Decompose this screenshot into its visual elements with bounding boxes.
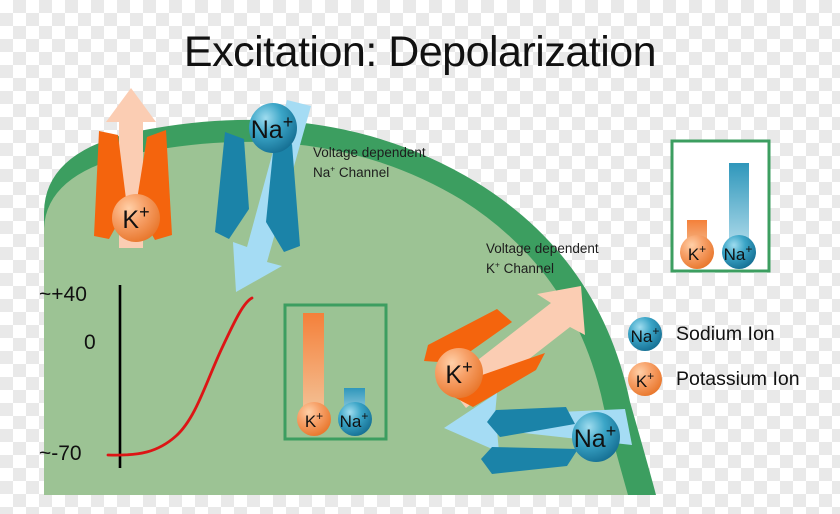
outside-k-ion: [680, 235, 714, 269]
na-channel-right-ion: [572, 412, 620, 462]
inside-k-bar: [303, 313, 324, 421]
k-channel-left: K+: [94, 88, 172, 248]
outside-cell-concentration: K+ Na+: [670, 139, 771, 273]
na-channel-right-subunit-b: [481, 447, 578, 474]
na-channel-callout-ion: Na: [313, 164, 331, 180]
k-channel-right-ion-label: K+: [445, 357, 472, 389]
na-channel-top-ion: [249, 103, 297, 153]
k-channel-callout: Voltage dependent K+ Channel: [486, 239, 651, 278]
legend-na-ion: [628, 317, 662, 351]
inside-k-ion: [297, 402, 331, 436]
na-channel-top-subunit-b: [266, 144, 300, 252]
na-channel-right-subunit-a: [487, 407, 575, 437]
axis-tick-minus70: ~-70: [39, 442, 82, 465]
k-channel-right-ion: [435, 348, 483, 398]
membrane-potential-axis: [106, 285, 254, 468]
outside-na-ion: [722, 235, 756, 269]
inside-cell-concentration: K+ Na+: [283, 303, 388, 441]
membrane-potential-curve: [106, 296, 254, 457]
na-channel-callout: Voltage dependent Na+ Channel: [313, 143, 478, 182]
axis-tick-zero: 0: [84, 331, 96, 354]
na-channel-callout-suffix: Channel: [335, 164, 390, 180]
k-channel-callout-suffix: Channel: [499, 260, 554, 276]
k-channel-callout-ion: K: [486, 260, 496, 276]
k-channel-right-subunit-a: [424, 309, 512, 363]
na-channel-top: Na+: [215, 100, 311, 292]
page-title: Excitation: Depolarization: [183, 28, 657, 76]
legend-label-sodium: Sodium Ion: [676, 323, 775, 345]
axis-tick-plus40: ~+40: [39, 283, 87, 306]
k-channel-right-subunit-b: [452, 353, 545, 407]
na-channel-callout-line2: Na+ Channel: [313, 163, 478, 183]
k-channel-callout-line1: Voltage dependent: [486, 241, 599, 256]
legend-na-ion-label: Na+: [631, 324, 660, 346]
outside-na-bar: [729, 163, 749, 253]
na-channel-top-subunit-a: [215, 132, 249, 239]
legend-k-ion: [628, 362, 662, 396]
inside-na-ion: [338, 402, 372, 436]
k-channel-left-ion: [112, 194, 160, 242]
legend-label-potassium: Potassium Ion: [676, 368, 800, 390]
na-channel-callout-line1: Voltage dependent: [313, 145, 426, 160]
k-channel-left-arrow: [106, 88, 156, 248]
k-channel-right: K+: [424, 286, 585, 408]
inside-na-ion-label: Na+: [340, 409, 369, 431]
legend: Na+ K+: [628, 317, 662, 396]
na-channel-callout-charge: +: [330, 163, 336, 174]
k-channel-callout-line2: K+ Channel: [486, 259, 651, 279]
k-channel-callout-charge: +: [495, 259, 500, 270]
na-channel-right: Na+: [444, 393, 632, 474]
outside-na-ion-label: Na+: [724, 242, 753, 264]
